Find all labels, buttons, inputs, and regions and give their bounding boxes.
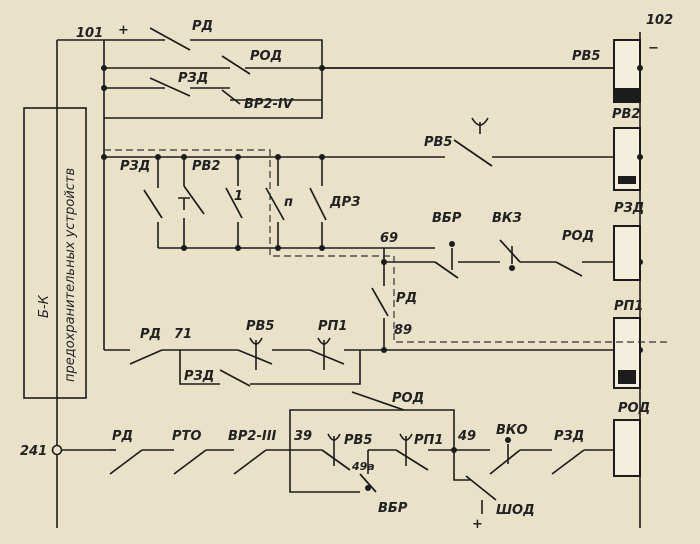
- label-coil-rv2: РВ2: [612, 107, 640, 122]
- contact-vko: [489, 449, 521, 475]
- label-rzd-low: РЗД: [184, 369, 214, 384]
- contact-rod-bot: [351, 391, 405, 411]
- label-coil-rv5: РВ5: [572, 49, 600, 64]
- contact-vr2-iv: [221, 89, 241, 105]
- contact-rv5-mid: [453, 139, 493, 167]
- label-rzd-bot: РЗД: [554, 429, 584, 444]
- node-102: 102: [646, 13, 673, 28]
- label-rzd-mid: РЗД: [120, 159, 150, 174]
- contact-vr2-iii: [233, 449, 267, 475]
- label-coil-rod: РОД: [618, 401, 650, 416]
- coil-rv2-fill: [618, 176, 636, 184]
- label-rto: РТО: [172, 429, 201, 444]
- contact-vbr-mid: [434, 261, 459, 279]
- contact-rod-mid: [555, 261, 583, 277]
- contact-rd-top: [149, 27, 191, 51]
- label-vr2-iii: ВР2-III: [228, 429, 277, 444]
- protection-box-label-2: предохранительных устройств: [63, 168, 78, 382]
- svg-text:Б-К: Б-К: [37, 294, 52, 318]
- contact-rp1-low: [309, 349, 345, 365]
- plus-sign-bottom: +: [472, 517, 483, 532]
- label-rp1-low: РП1: [318, 319, 347, 334]
- label-coil-rp1: РП1: [614, 299, 643, 314]
- node-69: 69: [380, 231, 398, 246]
- contact-vkz: [499, 239, 521, 263]
- coil-rp1-fill: [618, 370, 636, 384]
- contact-shod: [465, 475, 497, 501]
- contact-rv5-bot: [321, 449, 351, 471]
- label-rd-mid: РД: [396, 291, 417, 306]
- contact-rd-mid: [371, 287, 389, 317]
- label-c-1: 1: [234, 189, 243, 204]
- contact-rp1-bot: [395, 449, 429, 471]
- node-71: 71: [174, 327, 192, 342]
- contact-rzd-bot: [551, 449, 585, 475]
- coil-rod: [613, 419, 641, 477]
- label-c-drz: ДРЗ: [329, 195, 360, 210]
- protection-box-label-1: Б-К: [37, 294, 52, 318]
- label-vbr-bot: ВБР: [378, 501, 408, 516]
- dashed-linkage: [104, 149, 670, 343]
- label-vr2-iv: ВР2-IV: [244, 97, 294, 112]
- contact-rzd-low: [219, 369, 251, 387]
- node-241: 241: [20, 444, 47, 459]
- node-49: 49: [457, 429, 476, 444]
- label-vko: ВКО: [496, 423, 528, 438]
- node-49a: 49а: [351, 460, 375, 473]
- contact-rv5-low: [237, 349, 273, 365]
- parallel-branch: [143, 157, 435, 249]
- svg-text:предохранительных устройств: предохранительных устройств: [63, 168, 78, 382]
- label-rd-bot: РД: [112, 429, 133, 444]
- label-rv5-low: РВ5: [246, 319, 274, 334]
- label-rod-mid: РОД: [562, 229, 594, 244]
- contact-rd-low: [129, 349, 163, 365]
- label-coil-rzd: РЗД: [614, 201, 644, 216]
- node-89: 89: [394, 323, 412, 338]
- rails: [56, 32, 641, 528]
- label-shod: ШОД: [496, 503, 535, 518]
- node-39: 39: [294, 429, 312, 444]
- label-rd-top: РД: [192, 19, 213, 34]
- contact-vbr-bot: [359, 473, 377, 493]
- contact-rzd-top: [149, 77, 191, 97]
- label-rod-bot: РОД: [392, 391, 424, 406]
- label-rv5-mid: РВ5: [424, 135, 452, 150]
- plus-sign: +: [118, 23, 129, 38]
- label-rv5-bot: РВ5: [344, 433, 372, 448]
- label-rzd-top: РЗД: [178, 71, 208, 86]
- label-rv2-mid: РВ2: [192, 159, 220, 174]
- node-101: 101: [76, 26, 103, 41]
- label-rd-low: РД: [140, 327, 161, 342]
- terminal-241: [51, 444, 63, 456]
- minus-sign: −: [648, 41, 659, 56]
- protection-devices-box: [23, 107, 87, 399]
- label-c-n: п: [284, 195, 293, 210]
- junction-dots: [101, 65, 643, 453]
- coil-rzd: [613, 225, 641, 281]
- label-rp1-bot: РП1: [414, 433, 443, 448]
- contact-rod-top: [221, 55, 251, 75]
- coil-rv5-fill: [614, 88, 640, 102]
- contact-rto: [173, 449, 207, 475]
- label-vkz: ВКЗ: [492, 211, 522, 226]
- label-vbr-mid: ВБР: [432, 211, 462, 226]
- time-delay-rv5-mid: [471, 117, 489, 126]
- contact-rd-bot: [109, 449, 143, 475]
- label-rod-top: РОД: [250, 49, 282, 64]
